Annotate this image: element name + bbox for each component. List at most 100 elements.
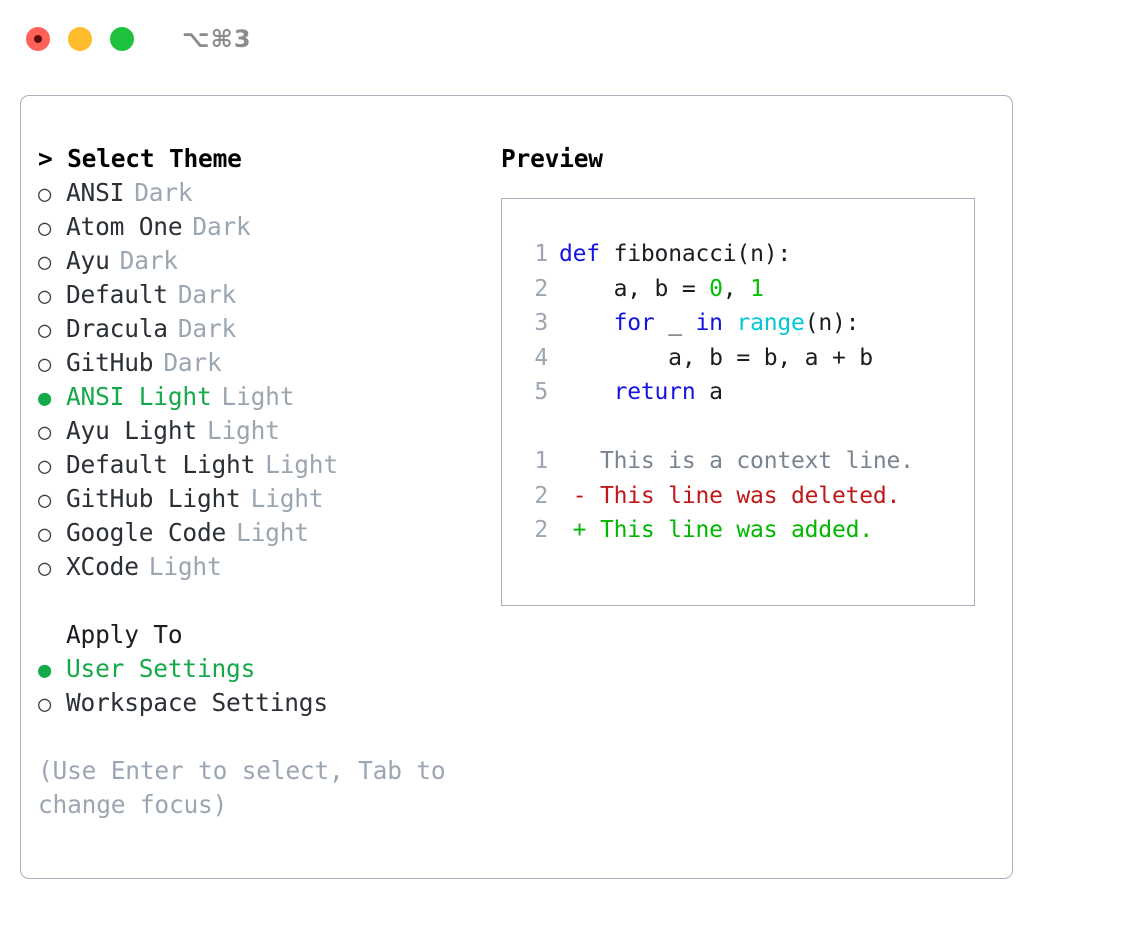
theme-option-label: Atom One [66, 212, 183, 241]
theme-option-ayu[interactable]: ○ Ayu Dark [38, 244, 498, 278]
code-line-text: for _ in range(n): [559, 306, 860, 341]
code-token-plain: a, b = b, a + b [559, 344, 873, 371]
code-token-fn: range [736, 310, 805, 336]
code-token-plain [723, 310, 737, 336]
apply-to-header: Apply To [66, 620, 183, 649]
close-button-icon[interactable] [26, 27, 50, 51]
theme-variant-badge: Light [265, 450, 338, 479]
traffic-light-group [26, 27, 134, 51]
apply-to-option-label: User Settings [66, 654, 256, 683]
code-token-kw: return [613, 379, 696, 405]
radio-unselected-icon: ○ [38, 284, 52, 309]
theme-option-label: Default Light [66, 450, 256, 479]
code-token-plain: fibonacci(n): [599, 241, 792, 267]
select-theme-header: > Select Theme [38, 144, 242, 173]
window-titlebar: ⌥⌘3 [0, 0, 1140, 78]
preview-title: Preview [501, 144, 603, 173]
diff-line-text: - This line was deleted. [559, 482, 901, 509]
theme-option-ayu-light[interactable]: ○ Ayu Light Light [38, 414, 498, 448]
code-line-text: def fibonacci(n): [559, 237, 791, 272]
maximize-button-icon[interactable] [110, 27, 134, 51]
theme-option-default-light[interactable]: ○ Default Light Light [38, 448, 498, 482]
section-spacer [38, 584, 498, 618]
minimize-button-icon[interactable] [68, 27, 92, 51]
code-token-kw: for [613, 310, 655, 336]
code-line-text: return a [559, 375, 723, 410]
diff-line-add: 2 + This line was added. [514, 513, 974, 548]
theme-variant-badge: Dark [119, 246, 178, 275]
diff-sample: 1 This is a context line.2 - This line w… [514, 444, 974, 548]
code-line-text: a, b = 0, 1 [559, 272, 764, 307]
theme-option-label: Ayu Light [66, 416, 197, 445]
code-token-num: 1 [750, 275, 764, 302]
apply-to-option-user-settings[interactable]: ● User Settings [38, 652, 498, 686]
code-line-number: 5 [534, 379, 548, 405]
code-line: 4 a, b = b, a + b [514, 341, 974, 376]
diff-line-text: + This line was added. [559, 517, 873, 543]
code-line: 5 return a [514, 375, 974, 410]
diff-line-number: 1 [534, 448, 548, 474]
radio-unselected-icon: ○ [38, 556, 52, 581]
code-line: 2 a, b = 0, 1 [514, 272, 974, 307]
radio-selected-icon: ● [38, 658, 52, 683]
code-line-number: 1 [534, 241, 548, 267]
theme-variant-badge: Light [236, 518, 309, 547]
radio-unselected-icon: ○ [38, 216, 52, 241]
diff-line-text: This is a context line. [559, 448, 914, 474]
radio-unselected-icon: ○ [38, 692, 52, 717]
code-token-plain: a [695, 379, 723, 405]
diff-line-del: 2 - This line was deleted. [514, 479, 974, 514]
theme-option-label: Default [66, 280, 168, 309]
code-line-number: 3 [534, 310, 548, 336]
diff-line-ctx: 1 This is a context line. [514, 444, 974, 479]
theme-option-label: GitHub [66, 348, 154, 377]
theme-option-label: Dracula [66, 314, 168, 343]
theme-variant-badge: Dark [134, 178, 193, 207]
code-diff-spacer [514, 410, 974, 445]
apply-to-option-label: Workspace Settings [66, 688, 328, 717]
code-token-plain: , [722, 275, 751, 302]
code-line: 3 for _ in range(n): [514, 306, 974, 341]
theme-option-atom-one[interactable]: ○ Atom One Dark [38, 210, 498, 244]
theme-option-ansi[interactable]: ○ ANSI Dark [38, 176, 498, 210]
theme-variant-badge: Dark [192, 212, 251, 241]
code-token-num: 0 [709, 275, 723, 302]
code-token-plain: (n): [804, 310, 860, 336]
code-line-number: 2 [534, 275, 548, 302]
theme-option-label: Google Code [66, 518, 227, 547]
radio-unselected-icon: ○ [38, 488, 52, 513]
diff-line-number: 2 [534, 517, 548, 543]
code-line: 1 def fibonacci(n): [514, 237, 974, 272]
radio-unselected-icon: ○ [38, 250, 52, 275]
theme-option-label: GitHub Light [66, 484, 241, 513]
radio-unselected-icon: ○ [38, 454, 52, 479]
code-line-number: 4 [534, 344, 548, 371]
theme-variant-badge: Light [206, 416, 280, 445]
diff-line-number: 2 [534, 482, 548, 509]
radio-selected-icon: ● [38, 386, 52, 411]
window-shortcut-label: ⌥⌘3 [182, 25, 252, 53]
code-token-plain [559, 310, 614, 336]
theme-option-label: Ayu [66, 246, 110, 275]
radio-unselected-icon: ○ [38, 182, 52, 207]
code-token-plain: _ [654, 310, 696, 336]
keyboard-hint-text: (Use Enter to select, Tab to change focu… [38, 756, 446, 819]
radio-unselected-icon: ○ [38, 420, 52, 445]
theme-option-label: ANSI [66, 178, 125, 207]
apply-to-option-workspace-settings[interactable]: ○ Workspace Settings [38, 686, 498, 720]
code-token-kw: def [559, 241, 600, 267]
code-token-plain: a, b = [559, 275, 710, 302]
theme-variant-badge: Light [148, 552, 222, 581]
